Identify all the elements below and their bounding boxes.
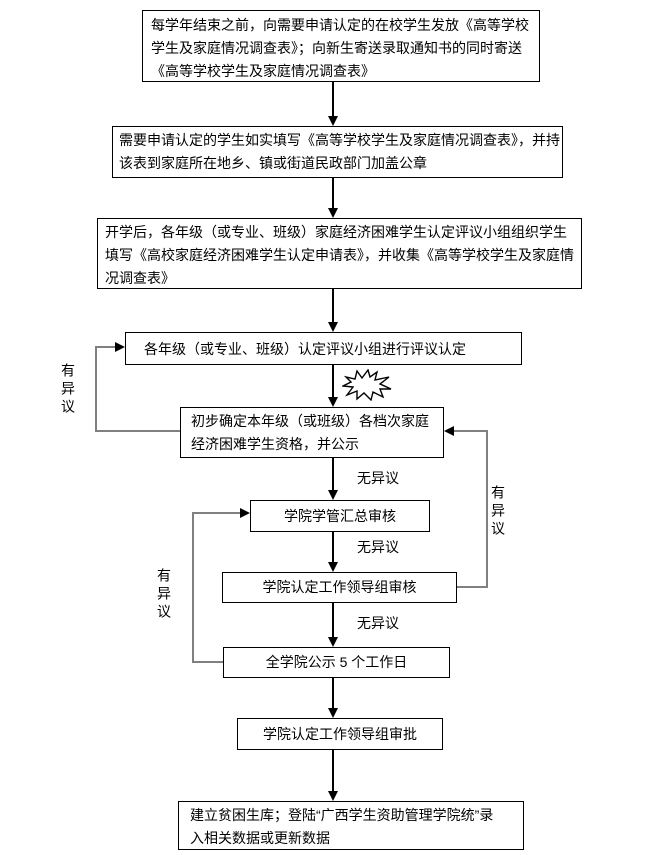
box-text-line: 填写《高校家庭经济困难学生认定申请表》，并收集《高等学校学生及家庭情 — [105, 247, 574, 263]
burst-icon — [342, 369, 392, 401]
feedback-connector — [95, 346, 97, 432]
flow-connector — [332, 365, 334, 399]
flow-connector — [332, 458, 334, 492]
feedback-connector — [192, 661, 223, 663]
edge-label-objection: 有异议 — [490, 485, 506, 539]
box-text-line: 各年级（或专业、班级）认定评议小组进行评议认定 — [144, 341, 466, 357]
edge-label-no-objection: 无异议 — [357, 615, 399, 631]
feedback-connector — [192, 512, 240, 514]
arrow-left-icon — [444, 426, 454, 436]
box-text-line: 入相关数据或更新数据 — [190, 830, 330, 846]
arrow-down-icon — [328, 490, 338, 500]
step-college-admin-review: 学院学管汇总审核 — [250, 500, 430, 532]
flow-connector — [332, 603, 334, 639]
arrow-down-icon — [328, 637, 338, 647]
step-preliminary-determination: 初步确定本年级（或班级）各档次家庭 经济困难学生资格，并公示 — [180, 407, 444, 458]
box-text-line: 开学后，各年级（或专业、班级）家庭经济困难学生认定评议小组组织学生 — [105, 224, 567, 240]
feedback-connector — [457, 586, 488, 588]
box-text-line: 全学院公示 5 个工作日 — [265, 654, 408, 670]
step-college-publicity: 全学院公示 5 个工作日 — [223, 647, 450, 678]
box-text-line: 需要申请认定的学生如实填写《高等学校学生及家庭情况调查表》，并持 — [119, 132, 560, 148]
box-text-line: 建立贫困生库；登陆“广西学生资助管理学院统”录 — [190, 807, 494, 823]
flow-connector — [332, 178, 334, 210]
step-database-entry: 建立贫困生库；登陆“广西学生资助管理学院统”录 入相关数据或更新数据 — [178, 801, 524, 850]
edge-label-objection: 有异议 — [60, 363, 76, 417]
box-text-line: 该表到家庭所在地乡、镇或街道民政部门加盖公章 — [119, 155, 427, 171]
feedback-connector — [95, 346, 116, 348]
box-text-line: 学院学管汇总审核 — [284, 507, 396, 524]
edge-label-no-objection: 无异议 — [357, 539, 399, 555]
edge-label-no-objection: 无异议 — [357, 470, 399, 486]
feedback-connector — [486, 430, 488, 588]
arrow-down-icon — [328, 562, 338, 572]
box-text-line: 经济困难学生资格，并公示 — [191, 436, 359, 452]
box-text-line: 学生及家庭情况调查表》；向新生寄送录取通知书的同时寄送 — [151, 40, 522, 56]
arrow-down-icon — [328, 708, 338, 718]
step-review-group-evaluation: 各年级（或专业、班级）认定评议小组进行评议认定 — [125, 332, 522, 365]
box-text-line: 每学年结束之前，向需要申请认定的在校学生发放《高等学校 — [151, 17, 529, 33]
flow-connector — [332, 678, 334, 710]
arrow-down-icon — [328, 397, 338, 407]
step-leading-group-review: 学院认定工作领导组审核 — [222, 572, 457, 603]
arrow-right-icon — [240, 508, 250, 518]
box-text-line: 况调查表》 — [105, 270, 175, 286]
box-text-line: 学院认定工作领导组审核 — [262, 579, 417, 595]
flow-connector — [332, 532, 334, 564]
step-student-fills-forms: 需要申请认定的学生如实填写《高等学校学生及家庭情况调查表》，并持 该表到家庭所在… — [112, 126, 563, 178]
step-leading-group-approval: 学院认定工作领导组审批 — [237, 718, 443, 750]
flow-connector — [332, 82, 334, 118]
edge-label-objection: 有异议 — [156, 568, 172, 622]
box-text-line: 学院认定工作领导组审批 — [263, 725, 417, 742]
step-collect-applications: 开学后，各年级（或专业、班级）家庭经济困难学生认定评议小组组织学生 填写《高校家… — [97, 218, 582, 289]
box-text-line: 《高等学校学生及家庭情况调查表》 — [151, 63, 375, 79]
arrow-down-icon — [328, 322, 338, 332]
arrow-down-icon — [328, 791, 338, 801]
box-text-line: 初步确定本年级（或班级）各档次家庭 — [191, 413, 429, 429]
feedback-connector — [454, 430, 488, 432]
arrow-right-icon — [115, 342, 125, 352]
arrow-down-icon — [328, 116, 338, 126]
feedback-connector — [192, 512, 194, 663]
arrow-down-icon — [328, 208, 338, 218]
flow-connector — [332, 750, 334, 793]
step-distribute-survey-forms: 每学年结束之前，向需要申请认定的在校学生发放《高等学校 学生及家庭情况调查表》；… — [142, 10, 540, 82]
feedback-connector — [95, 430, 180, 432]
flow-connector — [332, 289, 334, 324]
